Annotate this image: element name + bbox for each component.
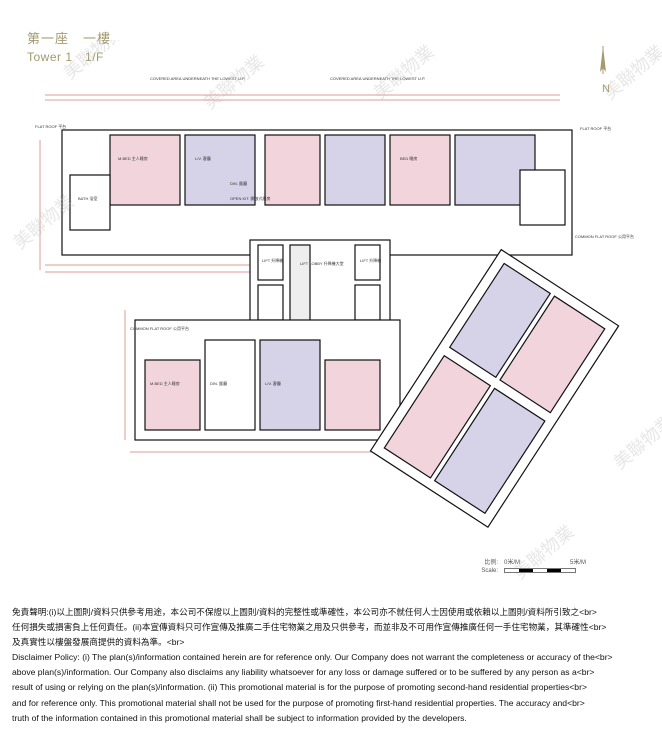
plan-label: FLAT ROOF 平台	[35, 123, 66, 129]
disclaimer-line: and for reference only. This promotional…	[12, 697, 585, 708]
disclaimer-line: 免責聲明:(i)以上圖則/資料只供參考用途，本公司不保證以上圖則/資料的完整性或…	[12, 607, 597, 617]
upper-wing	[61, 129, 573, 256]
scale-label-en: Scale:	[481, 567, 498, 574]
north-compass: N	[592, 44, 614, 95]
disclaimer: 免責聲明:(i)以上圖則/資料只供參考用途，本公司不保證以上圖則/資料的完整性或…	[12, 605, 660, 726]
compass-arrow-icon	[600, 46, 606, 74]
watermark: 美聯物業	[370, 41, 439, 103]
scale-label-zh: 比例:	[484, 560, 498, 566]
title-zh: 第一座 一樓	[27, 31, 112, 46]
plan-label: COVERED AREA UNDERNEATH THE LOWEST U.P.	[330, 76, 425, 81]
plan-label: FLAT ROOF 平台	[580, 125, 611, 131]
plan-label: LIFT 升降機	[360, 257, 381, 263]
disclaimer-line: 及真實性以樓盤發展商提供的資料為準。<br>	[12, 637, 185, 648]
plan-label: COMMON FLAT ROOF 公用平台	[130, 325, 189, 331]
compass-label: N	[602, 83, 610, 95]
scale-end: 5米/M	[570, 560, 587, 566]
scale-graphic	[504, 568, 576, 573]
plan-label: COVERED AREA UNDERNEATH THE LOWEST U.P.	[150, 76, 245, 81]
plan-label: BATH 浴室	[78, 195, 97, 201]
plan-labels: COVERED AREA UNDERNEATH THE LOWEST U.P. …	[35, 76, 634, 386]
plan-label: DIN. 飯廳	[230, 180, 247, 186]
disclaimer-line: 任何損失或損害負上任何責任。(ii)本宣傳資料只可作宣傳及推廣二手住宅物業之用及…	[12, 622, 607, 633]
floor-plan: COVERED AREA UNDERNEATH THE LOWEST U.P. …	[10, 40, 662, 584]
plan-label: LIFT 升降機	[262, 257, 283, 263]
plan-label: BED 睡房	[400, 155, 417, 161]
watermark: 美聯物業	[60, 40, 129, 84]
core	[249, 239, 391, 331]
watermark: 美聯物業	[610, 411, 662, 473]
scale-bar: 比例: 0米/M 5米/M Scale:	[476, 557, 586, 575]
disclaimer-line: truth of the information contained in th…	[12, 712, 467, 723]
dimension-lines	[39, 94, 560, 453]
plan-label: LIFT LOBBY 升降機大堂	[300, 260, 344, 266]
watermark: 美聯物業	[200, 51, 269, 113]
plan-title: 第一座 一樓 Tower 1 1/F	[27, 28, 111, 65]
plan-label: L/V. 客廳	[195, 155, 211, 161]
plan-label: L/V. 客廳	[265, 380, 281, 386]
lower-wing	[134, 319, 401, 441]
disclaimer-line: Disclaimer Policy: (i) The plan(s)/infor…	[12, 652, 613, 663]
plan-label: M.BED 主人睡房	[150, 380, 180, 386]
scale-start: 0米/M	[504, 560, 521, 566]
right-wing	[369, 248, 620, 528]
disclaimer-line: above plan(s)/information. Our Company a…	[12, 667, 595, 678]
plan-label: M.BED 主人睡房	[118, 155, 148, 161]
plan-label: OPEN KIT. 開放式廚房	[230, 195, 270, 201]
plan-label: COMMON FLAT ROOF 公用平台	[575, 233, 634, 239]
plan-label: DIN. 飯廳	[210, 380, 227, 386]
disclaimer-line: result of using or relying on the plan(s…	[12, 682, 587, 693]
watermark: 美聯物業	[600, 41, 662, 103]
title-en: Tower 1 1/F	[27, 50, 104, 64]
